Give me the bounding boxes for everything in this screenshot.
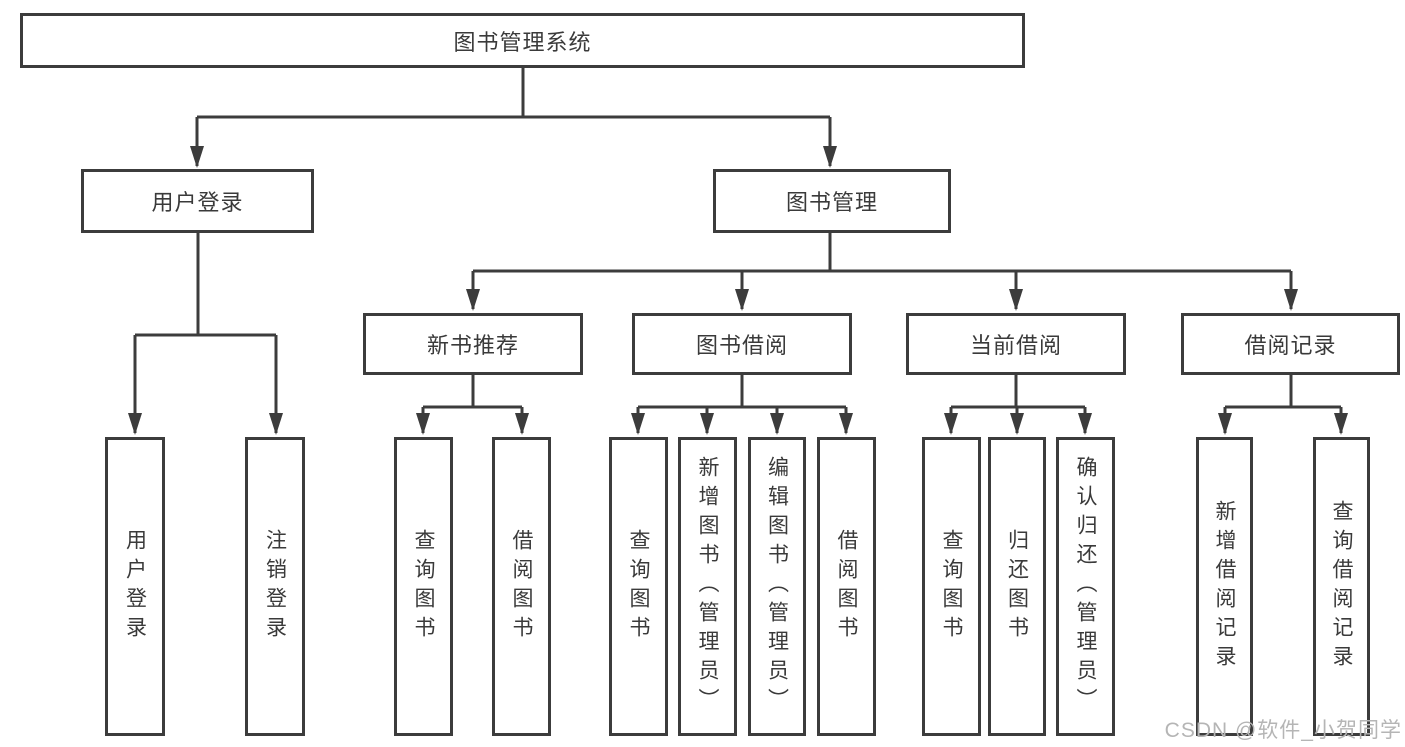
leaf-label: 用户登录 xyxy=(123,528,147,645)
leaf-query-books-borrow: 查询图书 xyxy=(609,437,668,736)
connector-current-borrow-to-leaves xyxy=(944,375,1092,435)
leaf-user-login: 用户登录 xyxy=(105,437,165,736)
leaf-label: 新增借阅记录 xyxy=(1213,499,1236,674)
node-label: 图书借阅 xyxy=(695,333,788,358)
arrowhead xyxy=(190,146,204,168)
leaf-label: 确认归还（管理员） xyxy=(1074,456,1097,717)
leaf-label: 查询图书 xyxy=(412,528,435,645)
csdn-watermark: CSDN @软件_小贺同学 xyxy=(1164,719,1402,742)
node-book-management: 图书管理 xyxy=(713,169,951,233)
leaf-borrow-books-recommend: 借阅图书 xyxy=(492,437,551,736)
node-label: 新书推荐 xyxy=(426,333,519,358)
node-label: 图书管理系统 xyxy=(453,29,592,55)
node-label: 借阅记录 xyxy=(1244,333,1337,358)
arrowhead xyxy=(269,413,283,435)
leaf-add-borrow-record: 新增借阅记录 xyxy=(1196,437,1253,736)
leaf-add-books-admin: 新增图书（管理员） xyxy=(678,437,737,736)
leaf-borrow-books: 借阅图书 xyxy=(817,437,876,736)
node-borrow-records: 借阅记录 xyxy=(1181,313,1400,375)
leaf-logout: 注销登录 xyxy=(245,437,305,736)
arrowhead xyxy=(515,413,529,435)
node-user-login: 用户登录 xyxy=(81,169,314,233)
leaf-label: 借阅图书 xyxy=(510,528,533,645)
arrowhead xyxy=(1010,413,1024,435)
connector-book-borrow-to-leaves xyxy=(631,375,853,435)
leaf-query-borrow-record: 查询借阅记录 xyxy=(1313,437,1370,736)
arrowhead xyxy=(700,413,714,435)
node-new-book-recommend: 新书推荐 xyxy=(363,313,583,375)
node-current-borrow: 当前借阅 xyxy=(906,313,1126,375)
leaf-label: 注销登录 xyxy=(263,528,287,645)
arrowhead xyxy=(466,289,480,311)
arrowhead xyxy=(839,413,853,435)
leaf-edit-books-admin: 编辑图书（管理员） xyxy=(748,437,806,736)
leaf-return-books: 归还图书 xyxy=(988,437,1046,736)
arrowhead xyxy=(735,289,749,311)
leaf-label: 查询图书 xyxy=(940,528,963,645)
arrowhead xyxy=(1284,289,1298,311)
arrowhead xyxy=(416,413,430,435)
leaf-label: 查询借阅记录 xyxy=(1330,499,1353,674)
arrowhead xyxy=(1009,289,1023,311)
arrowhead xyxy=(631,413,645,435)
connector-user-login-to-leaves xyxy=(128,233,283,435)
node-label: 用户登录 xyxy=(151,190,244,215)
arrowhead xyxy=(770,413,784,435)
arrowhead xyxy=(1218,413,1232,435)
connector-borrow-records-to-leaves xyxy=(1218,375,1348,435)
node-label: 当前借阅 xyxy=(969,333,1062,358)
arrowhead xyxy=(1334,413,1348,435)
leaf-label: 查询图书 xyxy=(627,528,650,645)
arrowhead xyxy=(1078,413,1092,435)
leaf-query-books-recommend: 查询图书 xyxy=(394,437,453,736)
connector-root-to-level2 xyxy=(190,68,837,168)
node-root-system: 图书管理系统 xyxy=(20,13,1025,68)
leaf-query-books-current: 查询图书 xyxy=(922,437,981,736)
arrowhead xyxy=(944,413,958,435)
arrowhead xyxy=(128,413,142,435)
leaf-label: 新增图书（管理员） xyxy=(696,456,719,717)
node-label: 图书管理 xyxy=(785,190,878,215)
leaf-label: 编辑图书（管理员） xyxy=(765,456,789,717)
arrowhead xyxy=(823,146,837,168)
leaf-confirm-return-admin: 确认归还（管理员） xyxy=(1056,437,1115,736)
leaf-label: 借阅图书 xyxy=(835,528,858,645)
connector-book-mgmt-to-level3 xyxy=(466,233,1298,311)
node-book-borrow: 图书借阅 xyxy=(632,313,852,375)
connector-new-books-to-leaves xyxy=(416,375,529,435)
leaf-label: 归还图书 xyxy=(1005,528,1029,645)
